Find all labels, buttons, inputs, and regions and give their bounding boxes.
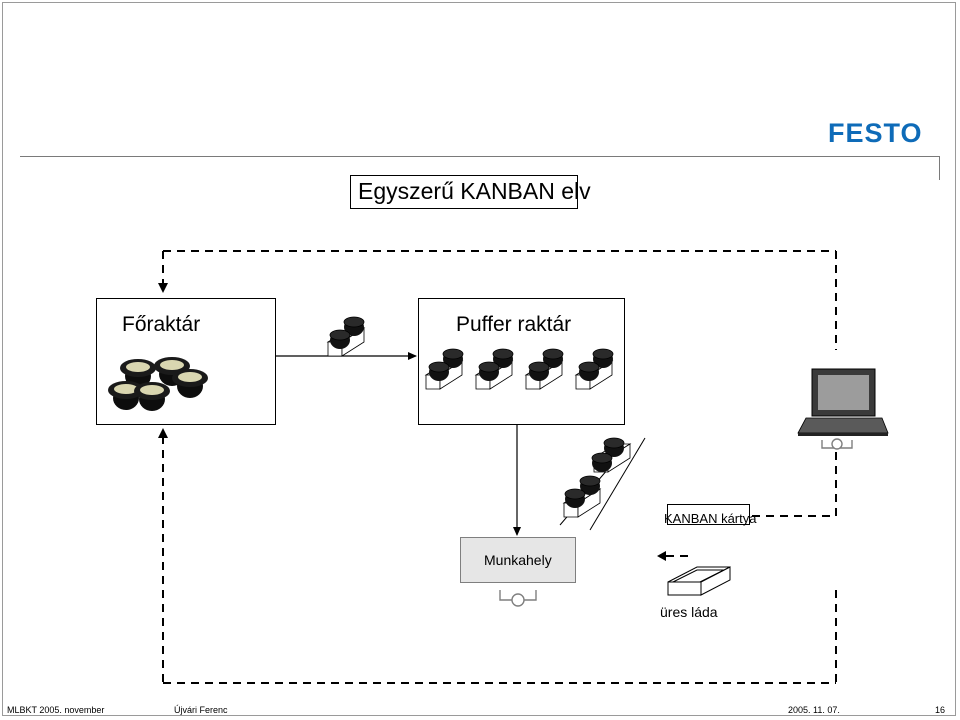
arrowhead-empty	[657, 551, 666, 561]
footer-author: Újvári Ferenc	[174, 705, 228, 715]
arrowhead-to-main	[158, 283, 168, 293]
buffer-warehouse-label: Puffer raktár	[456, 313, 572, 336]
festo-logo: FESTO	[828, 118, 923, 148]
arrowhead-return	[158, 428, 168, 438]
laptop-icon	[797, 368, 889, 450]
header-rule	[20, 156, 940, 180]
empty-box-icon	[667, 566, 731, 596]
buffer-crates	[425, 348, 614, 390]
kanban-card-box	[667, 504, 750, 525]
workstation-box	[460, 537, 576, 583]
empty-box-label: üres láda	[660, 604, 718, 620]
flow-rack	[559, 437, 646, 531]
footer-date: 2005. 11. 07.	[788, 705, 840, 715]
slide-title: Egyszerű KANBAN elv	[358, 178, 591, 204]
footer-page-number: 16	[935, 705, 946, 715]
main-warehouse-label: Főraktár	[122, 313, 201, 336]
main-warehouse-pots	[108, 357, 208, 411]
kanban-loop-dashed	[162, 250, 837, 684]
title-box	[350, 175, 578, 209]
workstation-label: Munkahely	[484, 552, 552, 568]
kanban-card-label: KANBAN kártya	[664, 511, 757, 526]
footer-left: MLBKT 2005. november	[7, 705, 105, 715]
workstation-base	[499, 590, 537, 607]
transport-crate	[327, 316, 365, 357]
